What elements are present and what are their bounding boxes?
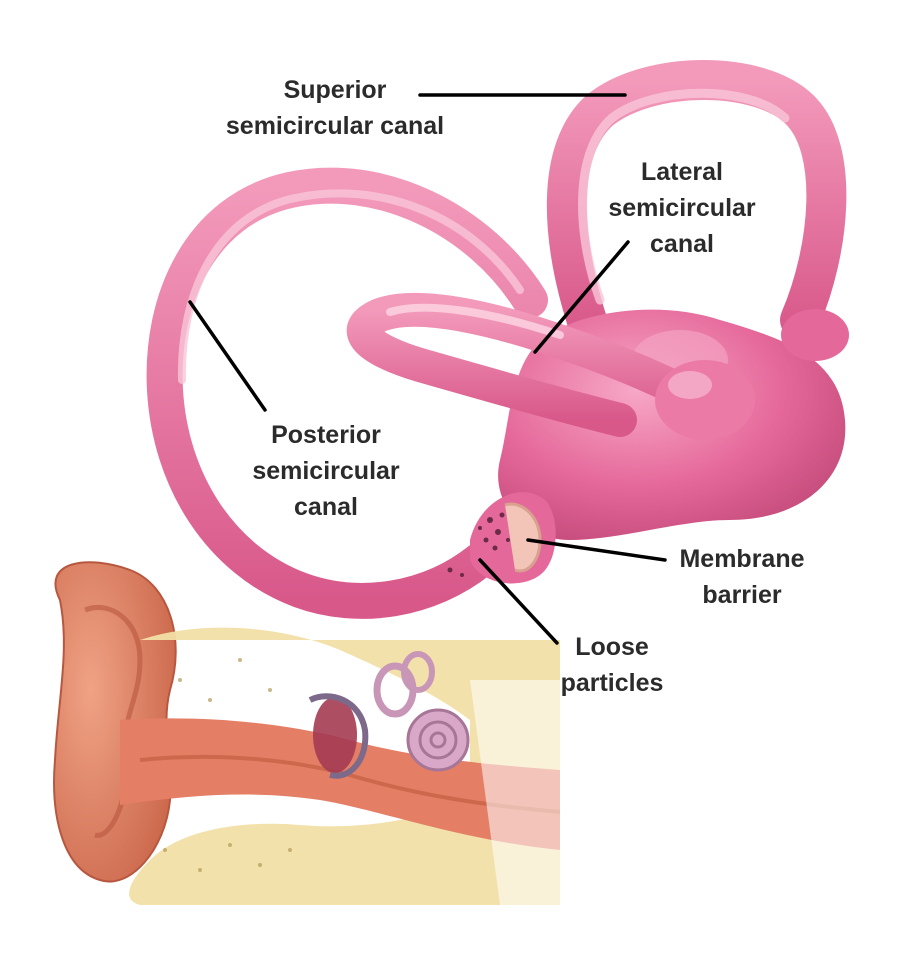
superior-line2: semicircular canal bbox=[226, 112, 444, 140]
label-posterior-canal: Posterior semicircular canal bbox=[252, 421, 400, 521]
leader-particles bbox=[478, 558, 559, 645]
label-superior-canal: Superior semicircular canal bbox=[226, 76, 444, 140]
label-loose-particles: Loose particles bbox=[561, 633, 664, 697]
particles-line1: Loose bbox=[575, 633, 649, 661]
small-cochlea bbox=[373, 651, 470, 772]
posterior-line2: semicircular bbox=[252, 457, 400, 485]
lateral-line2: semicircular bbox=[608, 194, 756, 222]
leader-posterior bbox=[188, 300, 267, 412]
temporal-bone bbox=[129, 627, 560, 905]
eardrum bbox=[313, 697, 357, 773]
particles-line2: particles bbox=[561, 669, 664, 697]
labyrinth-illustration bbox=[146, 60, 849, 619]
posterior-line3: canal bbox=[294, 493, 358, 521]
ear-canal bbox=[120, 718, 560, 850]
leader-lines bbox=[188, 93, 667, 645]
posterior-line1: Posterior bbox=[271, 421, 381, 449]
pinna bbox=[53, 561, 177, 883]
superior-canal-shape bbox=[546, 60, 847, 350]
lateral-line1: Lateral bbox=[641, 158, 723, 186]
leader-membrane bbox=[526, 538, 667, 562]
lateral-canal-shape bbox=[346, 292, 707, 437]
posterior-canal-shape bbox=[146, 167, 548, 619]
superior-line1: Superior bbox=[284, 76, 387, 104]
membrane-barrier-shape bbox=[504, 502, 542, 573]
label-membrane-barrier: Membrane barrier bbox=[679, 545, 804, 609]
outer-ear-illustration bbox=[53, 561, 600, 905]
membrane-line2: barrier bbox=[702, 581, 781, 609]
label-lateral-canal: Lateral semicircular canal bbox=[608, 158, 756, 258]
membrane-line1: Membrane bbox=[679, 545, 804, 573]
loose-particles-dots bbox=[447, 512, 510, 577]
leader-lateral bbox=[533, 240, 630, 354]
lateral-line3: canal bbox=[650, 230, 714, 258]
